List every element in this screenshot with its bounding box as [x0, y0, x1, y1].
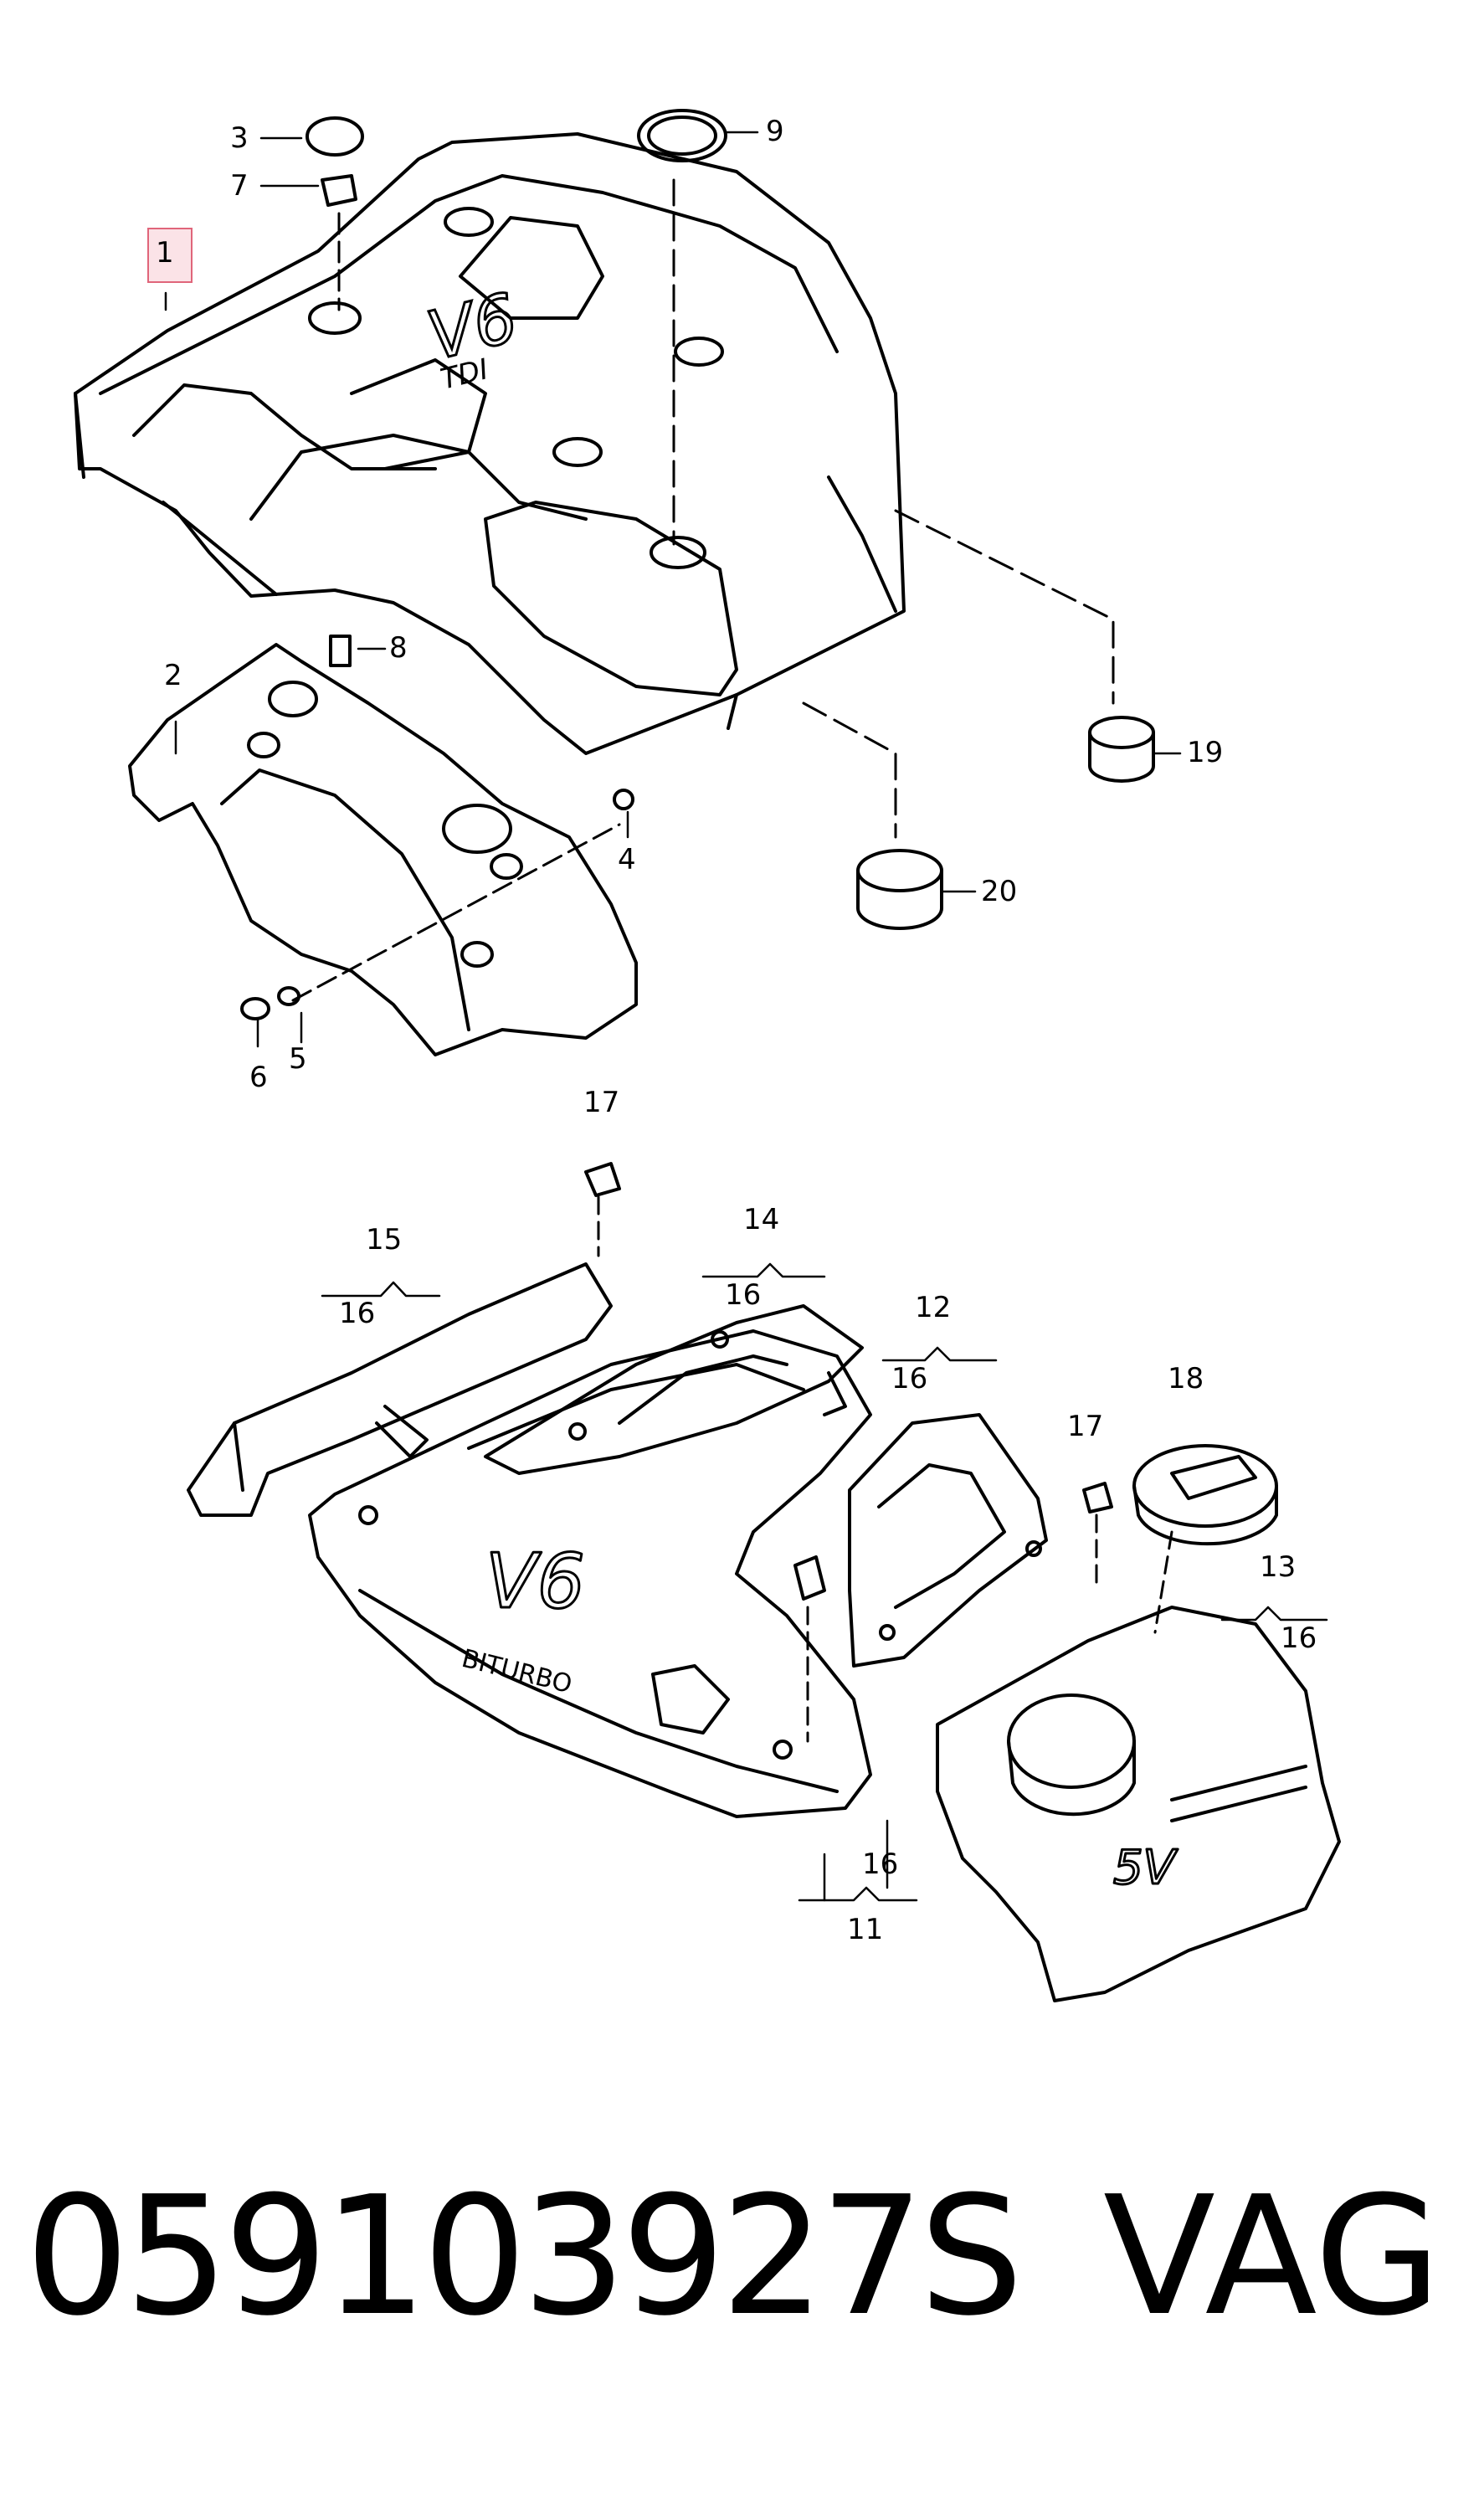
cover-part-14	[484, 1304, 864, 1475]
rubber-mount-part-19	[1088, 716, 1155, 783]
cover-part-15	[187, 1262, 613, 1517]
clip-part-17-b	[1082, 1482, 1113, 1514]
brand-name: VAG	[1103, 2161, 1442, 2352]
bracket-part-2	[128, 643, 638, 1056]
screw-part-16	[793, 1555, 826, 1601]
callout-16-c: 16	[891, 1362, 928, 1395]
stud-part-8	[329, 635, 352, 667]
engine-cover-top	[74, 132, 1115, 839]
callout-19: 19	[1187, 736, 1224, 769]
clip-part-14	[823, 1371, 847, 1416]
nut-part-7	[321, 174, 357, 207]
oil-cap-part-18	[1132, 1444, 1278, 1546]
cover-part-12	[848, 1413, 1048, 1668]
callout-17-b: 17	[1067, 1410, 1104, 1443]
callout-5: 5	[289, 1042, 307, 1076]
callout-highlight	[147, 228, 193, 283]
callout-16-b: 16	[725, 1278, 762, 1312]
screw-part-4	[613, 789, 634, 810]
callout-20: 20	[981, 875, 1018, 908]
callout-14: 14	[743, 1203, 780, 1236]
callout-6: 6	[249, 1061, 268, 1094]
clip-part-17-a	[584, 1162, 621, 1197]
grommet-part-9	[637, 109, 727, 162]
callout-16-a: 16	[339, 1297, 376, 1330]
5v-logo: 5V	[1113, 1841, 1178, 1895]
part-number: 059103927S	[25, 2161, 1024, 2352]
callout-2: 2	[164, 659, 182, 692]
washer-part-5	[277, 986, 300, 1006]
callout-18: 18	[1168, 1362, 1204, 1395]
cap-part-3	[306, 116, 364, 157]
callout-4: 4	[618, 843, 636, 876]
callout-11: 11	[847, 1913, 884, 1946]
v6-logo-lower: V6	[485, 1538, 585, 1626]
callout-16-e: 16	[862, 1848, 899, 1881]
callout-16-d: 16	[1281, 1621, 1317, 1655]
nut-part-6	[240, 997, 270, 1020]
callout-13: 13	[1260, 1550, 1297, 1584]
callout-12: 12	[915, 1291, 952, 1324]
callout-9: 9	[766, 115, 784, 148]
callout-15: 15	[366, 1223, 403, 1257]
callout-7: 7	[230, 169, 249, 203]
cover-part-13: 5V	[936, 1606, 1341, 2002]
callout-3: 3	[230, 121, 249, 155]
rubber-mount-part-20	[856, 849, 943, 930]
callout-8: 8	[389, 631, 408, 665]
callout-1: 1	[156, 236, 174, 270]
callout-17-a: 17	[583, 1086, 620, 1119]
